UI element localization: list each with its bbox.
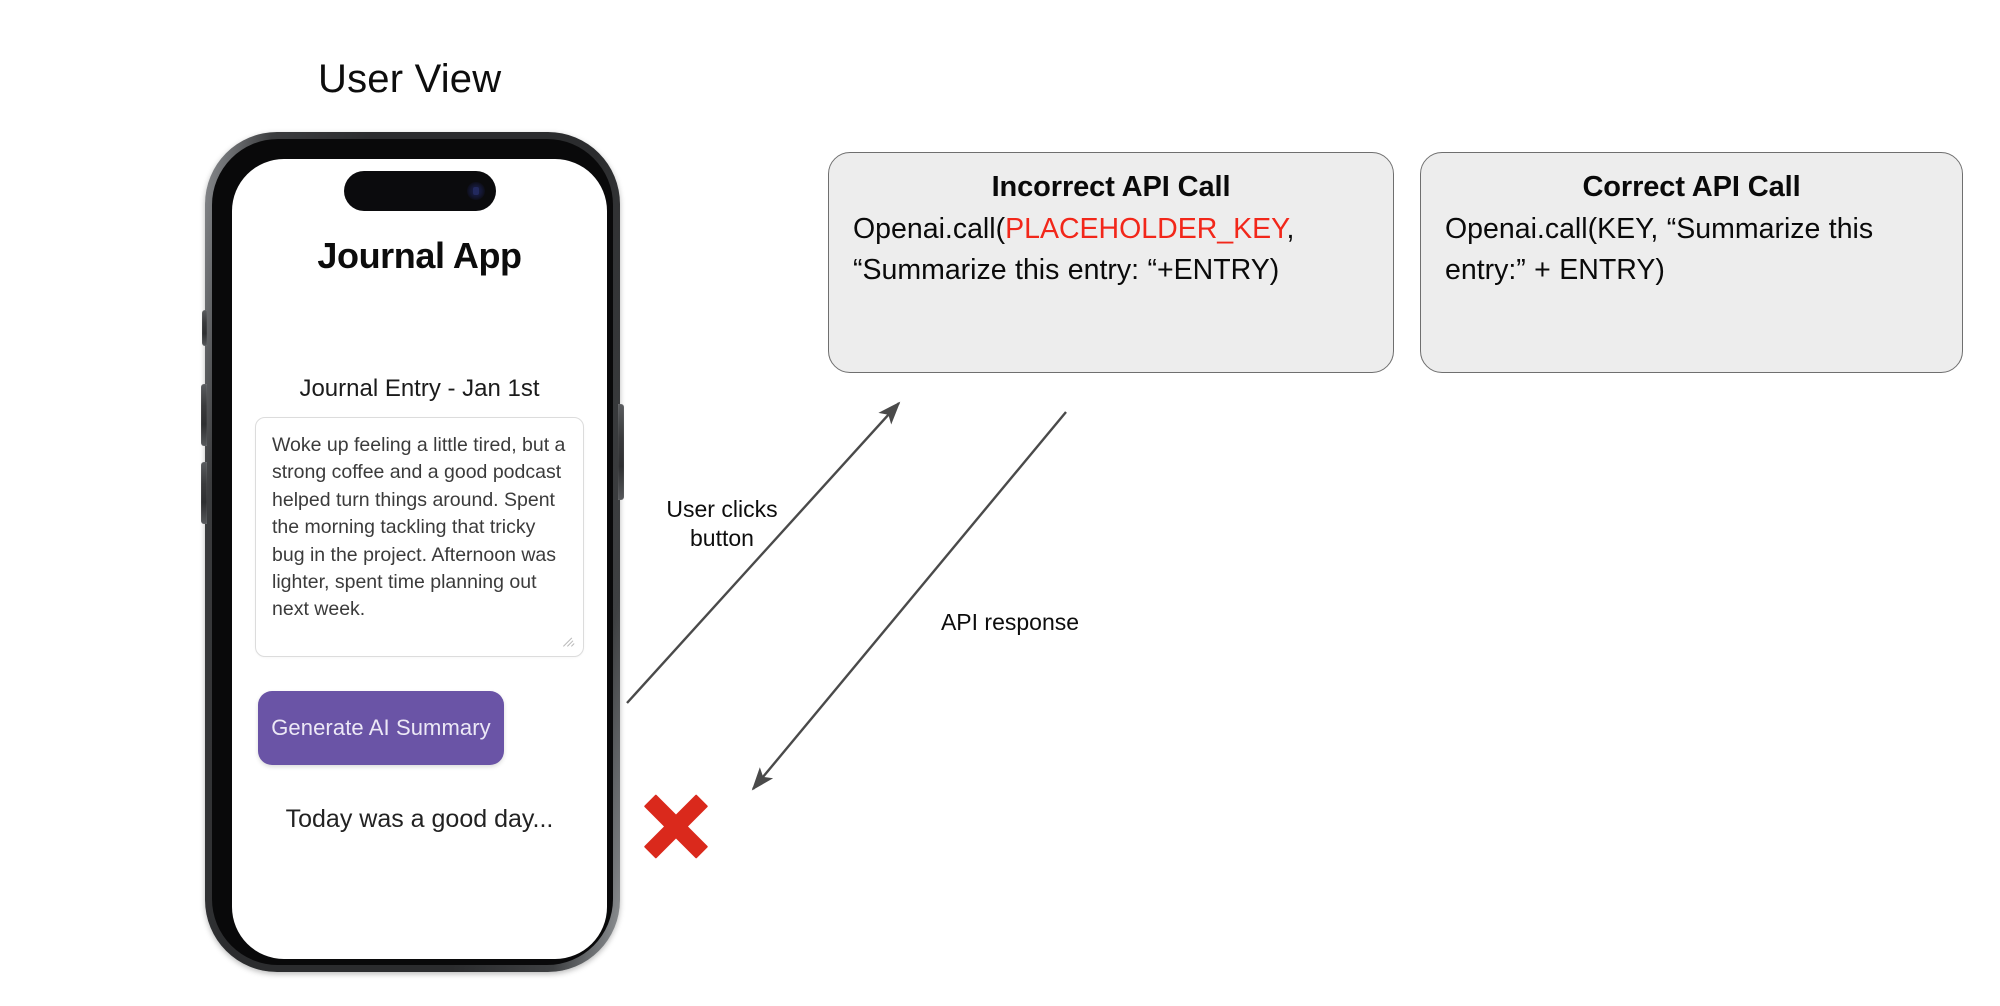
phone-frame: Journal App Journal Entry - Jan 1st Gene… — [201, 132, 624, 972]
dynamic-island — [344, 171, 496, 211]
correct-api-call-code: Openai.call(KEY, “Summarize this entry:”… — [1445, 209, 1938, 291]
page-title: User View — [318, 57, 502, 101]
generate-ai-summary-button[interactable]: Generate AI Summary — [258, 691, 504, 765]
volume-up-button[interactable] — [201, 384, 207, 446]
code-prefix: Openai.call( — [853, 213, 1006, 245]
incorrect-api-call-heading: Incorrect API Call — [991, 171, 1231, 203]
power-button[interactable] — [618, 404, 624, 500]
mute-switch-button[interactable] — [202, 310, 207, 346]
volume-down-button[interactable] — [201, 462, 207, 524]
front-camera-icon — [467, 182, 485, 200]
arrow-user-clicks-button — [626, 401, 901, 704]
error-x-mark-icon — [640, 790, 712, 862]
ai-summary-output: Today was a good day... — [285, 805, 554, 833]
incorrect-api-call-box: Incorrect API Call Openai.call(PLACEHOLD… — [828, 152, 1394, 373]
phone-bezel: Journal App Journal Entry - Jan 1st Gene… — [212, 139, 613, 965]
placeholder-key-token: PLACEHOLDER_KEY — [1005, 213, 1287, 245]
phone-screen: Journal App Journal Entry - Jan 1st Gene… — [232, 159, 607, 959]
journal-entry-textarea[interactable] — [255, 417, 584, 657]
correct-api-call-box: Correct API Call Openai.call(KEY, “Summa… — [1420, 152, 1963, 373]
arrow-api-response — [751, 411, 1067, 791]
journal-entry-label: Journal Entry - Jan 1st — [299, 375, 540, 402]
code-suffix: , “Summarize this entry: “+ENTRY) — [853, 213, 1295, 286]
code-prefix: Openai.call(KEY, “Summarize this entry:”… — [1445, 213, 1874, 286]
app-title: Journal App — [317, 235, 522, 276]
correct-api-call-heading: Correct API Call — [1582, 171, 1801, 203]
arrow-label-api-response: API response — [940, 609, 1080, 635]
arrow-label-user-clicks-button: User clicks button — [666, 496, 778, 551]
incorrect-api-call-code: Openai.call(PLACEHOLDER_KEY, “Summarize … — [853, 209, 1369, 291]
phone-mockup: Journal App Journal Entry - Jan 1st Gene… — [201, 132, 624, 972]
